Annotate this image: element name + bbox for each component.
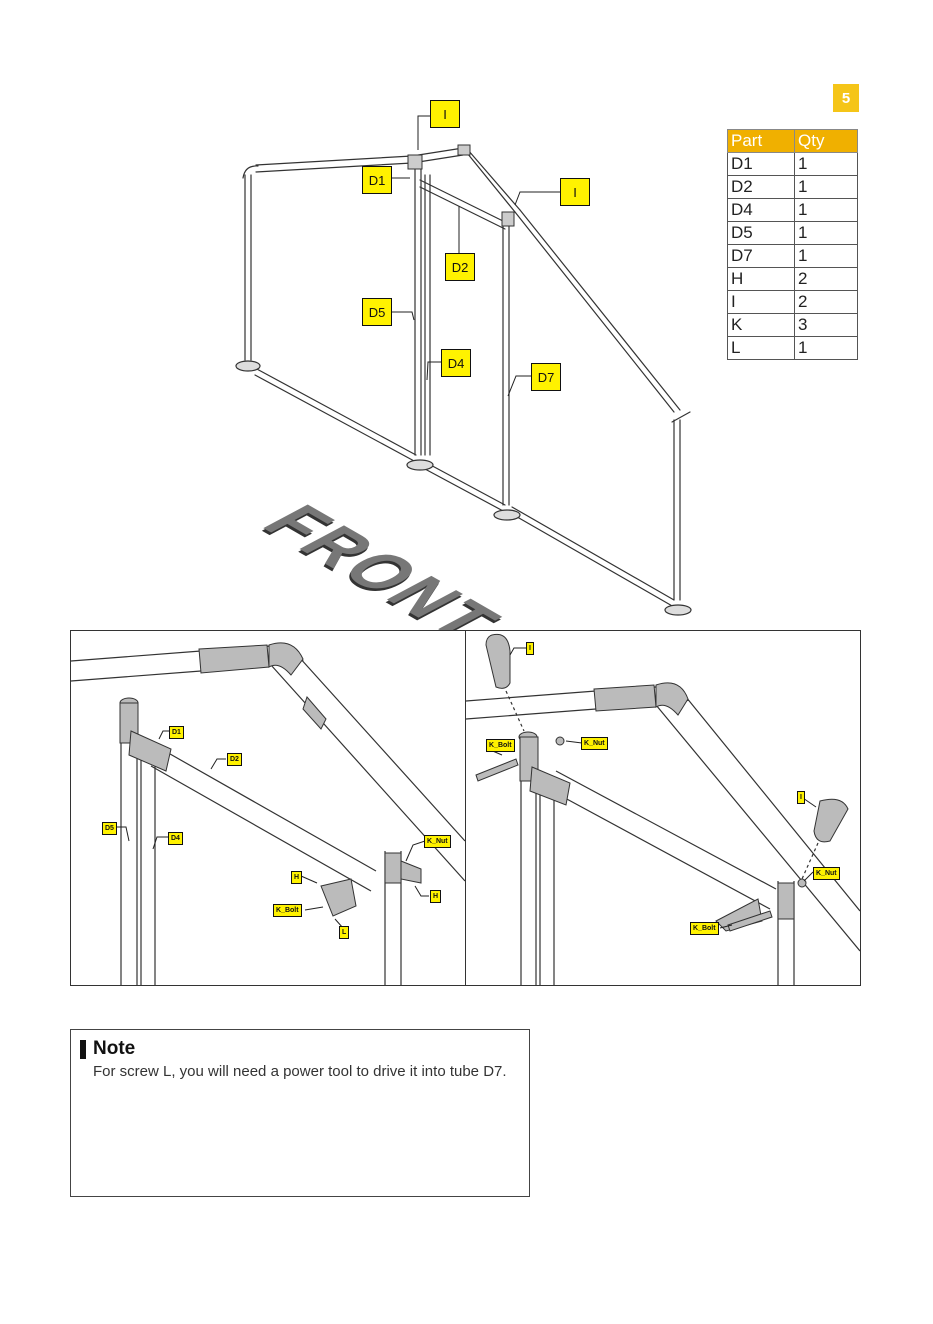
label-i-right: I [560, 178, 590, 206]
label-d2: D2 [445, 253, 475, 281]
note-box: Note For screw L, you will need a power … [70, 1029, 530, 1197]
label-d1-detail: D1 [169, 726, 184, 739]
label-k-bolt-right-top: K_Bolt [486, 739, 515, 752]
detail-drawing-left [71, 631, 465, 985]
label-i-top: I [430, 100, 460, 128]
label-d4-detail: D4 [168, 832, 183, 845]
label-i-detail-right: I [797, 791, 805, 804]
label-d5-detail: D5 [102, 822, 117, 835]
label-k-nut-right-top: K_Nut [581, 737, 608, 750]
label-k-bolt-left: K_Bolt [273, 904, 302, 917]
frame-assembly-drawing [0, 0, 933, 630]
detail-panel-right: I K_Bolt K_Nut I K_Nut K_Bolt [465, 630, 861, 986]
label-k-bolt-right-bottom: K_Bolt [690, 922, 719, 935]
label-d7: D7 [531, 363, 561, 391]
label-h-left: H [291, 871, 302, 884]
note-marker [80, 1040, 86, 1059]
note-body: For screw L, you will need a power tool … [93, 1062, 525, 1082]
label-d2-detail: D2 [227, 753, 242, 766]
label-d4: D4 [441, 349, 471, 377]
label-i-detail-top: I [526, 642, 534, 655]
label-d5: D5 [362, 298, 392, 326]
label-d1: D1 [362, 166, 392, 194]
detail-drawing-right [466, 631, 860, 985]
label-k-nut-left: K_Nut [424, 835, 451, 848]
label-l: L [339, 926, 349, 939]
note-title: Note [93, 1038, 135, 1060]
label-h-right: H [430, 890, 441, 903]
detail-panel-left: D1 D2 D5 D4 K_Nut H H K_Bolt L [70, 630, 466, 986]
label-k-nut-right-bottom: K_Nut [813, 867, 840, 880]
